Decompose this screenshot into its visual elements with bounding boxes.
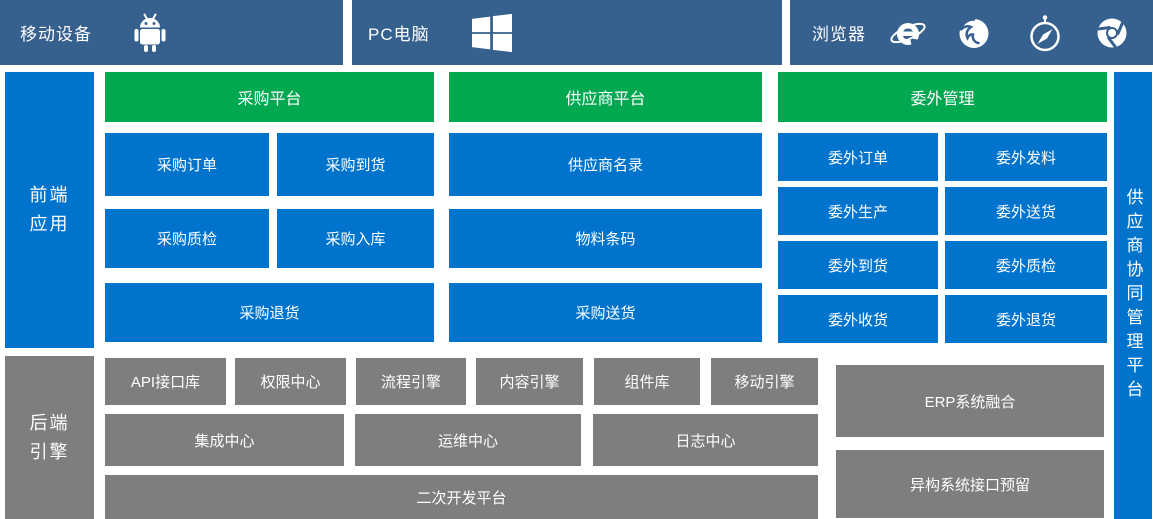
module-outsourcing-order: 委外订单 — [778, 133, 938, 181]
module-outsourcing-material-issue: 委外发料 — [945, 133, 1107, 181]
browser-label: 浏览器 — [812, 25, 866, 44]
engine-secondary-dev-platform: 二次开发平台 — [105, 475, 818, 519]
mobile-devices-label: 移动设备 — [20, 25, 92, 44]
engine-workflow-engine: 流程引擎 — [356, 358, 466, 405]
right-panel-platform: 供应商协同管理平台 — [1114, 72, 1152, 519]
module-purchase-warehousing: 采购入库 — [277, 209, 434, 268]
engine-permission-center: 权限中心 — [235, 358, 346, 405]
engine-erp-integration: ERP系统融合 — [836, 365, 1104, 437]
firefox-icon — [959, 17, 989, 48]
module-purchase-quality-check: 采购质检 — [105, 209, 269, 268]
backend-engine-label: 后端 引擎 — [29, 412, 70, 462]
engine-component-library: 组件库 — [594, 358, 700, 405]
module-outsourcing-delivery: 委外送货 — [945, 187, 1107, 235]
sidebar-frontend-apps: 前端 应用 — [5, 72, 94, 348]
purchase-platform-header: 采购平台 — [105, 72, 434, 122]
module-outsourcing-return: 委外退货 — [945, 295, 1107, 343]
engine-mobile-engine: 移动引擎 — [711, 358, 818, 405]
ie-icon — [890, 22, 928, 52]
module-outsourcing-production: 委外生产 — [778, 187, 938, 235]
module-outsourcing-quality-check: 委外质检 — [945, 241, 1107, 289]
module-purchase-arrival: 采购到货 — [277, 133, 434, 196]
topbar-section-browser: 浏览器 — [790, 0, 1153, 65]
platform-title: 供应商协同管理平台 — [1123, 187, 1143, 404]
module-purchase-delivery: 采购送货 — [449, 283, 762, 342]
module-purchase-return: 采购退货 — [105, 283, 434, 342]
safari-icon — [1030, 14, 1060, 51]
engine-integration-center: 集成中心 — [105, 414, 344, 466]
module-outsourcing-receiving: 委外收货 — [778, 295, 938, 343]
chrome-icon — [1094, 18, 1127, 51]
outsourcing-header: 委外管理 — [778, 72, 1107, 122]
supplier-platform-header: 供应商平台 — [449, 72, 762, 122]
android-icon — [134, 13, 166, 52]
topbar-section-pc: PC电脑 — [352, 0, 782, 65]
module-outsourcing-arrival: 委外到货 — [778, 241, 938, 289]
engine-log-center: 日志中心 — [593, 414, 818, 466]
windows-icon — [471, 13, 512, 52]
module-purchase-order: 采购订单 — [105, 133, 269, 196]
module-supplier-directory: 供应商名录 — [449, 133, 762, 196]
pc-label: PC电脑 — [368, 25, 430, 44]
sidebar-backend-engine: 后端 引擎 — [5, 356, 94, 519]
topbar-section-mobile: 移动设备 — [0, 0, 343, 65]
engine-heterogeneous-interface: 异构系统接口预留 — [836, 450, 1104, 518]
module-material-barcode: 物料条码 — [449, 209, 762, 268]
frontend-apps-label: 前端 应用 — [29, 185, 70, 234]
engine-content-engine: 内容引擎 — [476, 358, 583, 405]
engine-api-library: API接口库 — [105, 358, 226, 405]
engine-operations-center: 运维中心 — [355, 414, 581, 466]
